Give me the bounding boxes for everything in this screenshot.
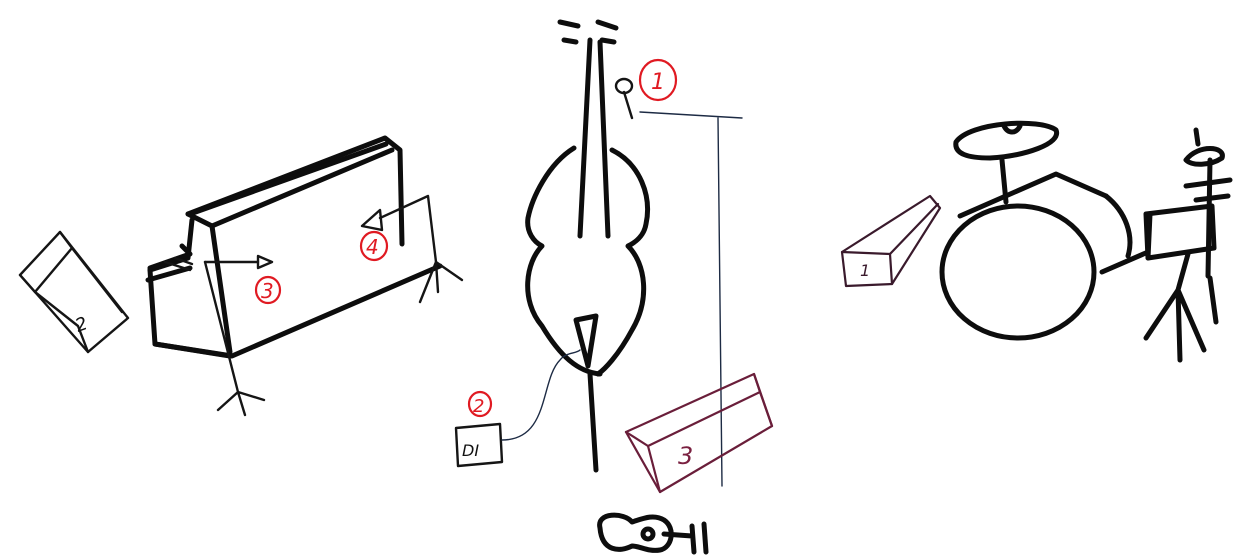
piano-mic-4-marker: 4 <box>361 232 387 260</box>
monitor-1-label: 1 <box>860 261 870 280</box>
monitor-2-label: 2 <box>73 313 91 337</box>
monitor-wedge-3: 3 <box>626 374 772 492</box>
piano-mic-4-label: 4 <box>366 235 379 259</box>
di-box-label: DI <box>462 441 479 460</box>
monitor-wedge-2: 2 <box>20 232 128 352</box>
vocal-mic-1-label: 1 <box>651 70 665 95</box>
vocal-mic-1 <box>616 79 742 486</box>
di-2-marker: 2 <box>469 392 491 417</box>
guitar-icon <box>600 515 706 552</box>
di-2-label: 2 <box>473 396 484 417</box>
monitor-wedge-1: 1 <box>842 196 940 286</box>
piano-mic-3-marker: 3 <box>256 277 280 303</box>
monitor-3-label: 3 <box>678 442 693 470</box>
piano <box>148 138 440 356</box>
piano-mic-3-label: 3 <box>261 279 274 303</box>
vocal-mic-1-marker: 1 <box>640 60 676 100</box>
double-bass <box>528 22 648 470</box>
drum-kit <box>942 123 1230 360</box>
